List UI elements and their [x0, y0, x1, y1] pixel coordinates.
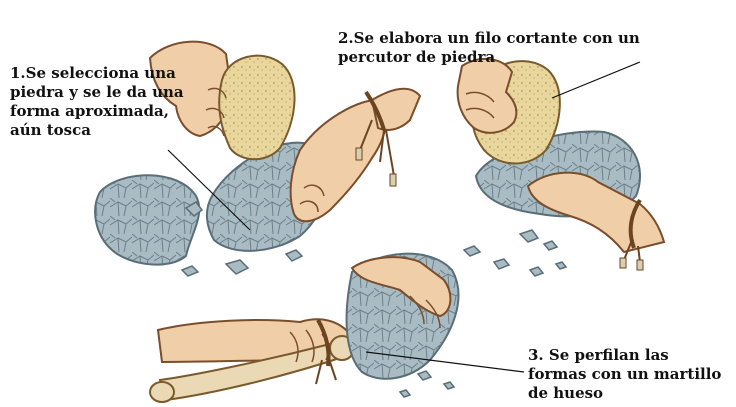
caption-step-3: 3. Se perfilan las formas con un martill… [528, 346, 721, 403]
bracelet-icon [315, 319, 337, 385]
caption-step-1: 1.Se selecciona una piedra y se le da un… [10, 64, 184, 140]
flake-icon [528, 266, 545, 277]
bracelet-icon [619, 198, 644, 271]
bone-hammer-icon [149, 335, 355, 403]
flake-icon [462, 245, 482, 257]
step2-scene [456, 57, 666, 277]
caption-step-2-line: percutor de piedra [338, 48, 496, 66]
bracelet-icon [355, 90, 397, 187]
caption-step-1-line: aún tosca [10, 121, 91, 139]
caption-step-1-line: forma aproximada, [10, 102, 169, 120]
hand-icon [289, 98, 388, 223]
flake-icon [492, 258, 511, 270]
flake-icon [554, 261, 568, 270]
caption-step-3-line: de hueso [528, 384, 604, 402]
leader-line-2 [551, 61, 641, 99]
caption-step-1-line: piedra y se le da una [10, 83, 184, 101]
flake-icon [224, 259, 250, 275]
flake-icon [398, 389, 412, 398]
caption-step-3-line: 3. Se perfilan las [528, 346, 669, 364]
flake-icon [180, 265, 200, 277]
flake-icon [442, 381, 456, 390]
flake-icon [284, 249, 304, 262]
leader-line-3 [365, 351, 525, 373]
leader-line-1 [167, 149, 251, 231]
caption-step-2-line: 2.Se elabora un filo cortante con un [338, 29, 640, 47]
flake-icon [542, 240, 559, 251]
step3-scene [149, 252, 525, 403]
flake-icon [416, 370, 433, 381]
caption-step-2: 2.Se elabora un filo cortante con un per… [338, 29, 640, 67]
flake-icon [184, 201, 204, 217]
stone-core-icon [94, 174, 201, 266]
caption-step-1-line: 1.Se selecciona una [10, 64, 176, 82]
flake-icon [518, 229, 540, 243]
step1-scene [94, 40, 422, 277]
caption-step-3-line: formas con un martillo [528, 365, 722, 383]
hand-icon [148, 40, 234, 138]
hammerstone-icon [218, 54, 296, 161]
hand-icon [350, 256, 452, 318]
